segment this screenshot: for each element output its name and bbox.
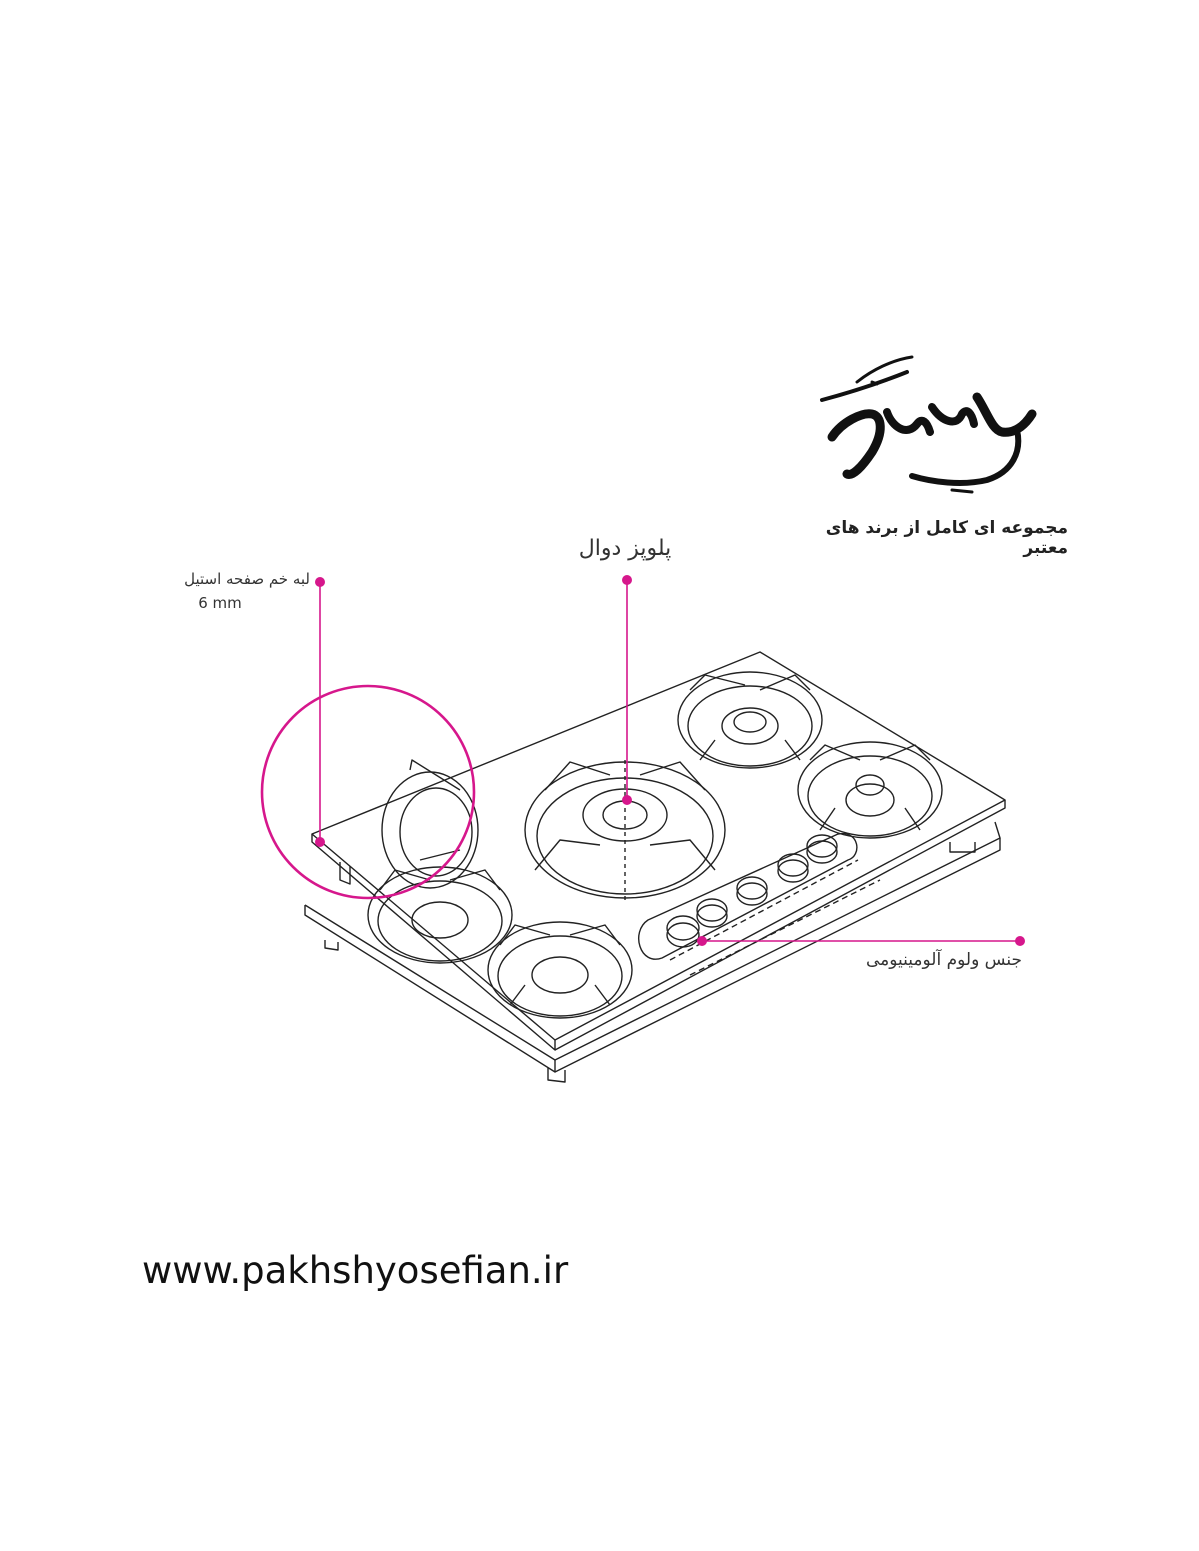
brand-tagline: مجموعه ای کامل از برند های معتبر <box>825 518 1068 558</box>
callout-burner-label: پلوپز دوال <box>578 536 672 561</box>
website-url: www.pakhshyosefian.ir <box>142 1249 569 1292</box>
callout-edge-label: لبه خم صفحه استیل <box>184 570 310 588</box>
callout-edge-size: 6 mm <box>198 594 242 612</box>
callout-knob-label: جنس ولوم آلومینیومی <box>865 950 1022 970</box>
brand-logo <box>820 355 1037 494</box>
